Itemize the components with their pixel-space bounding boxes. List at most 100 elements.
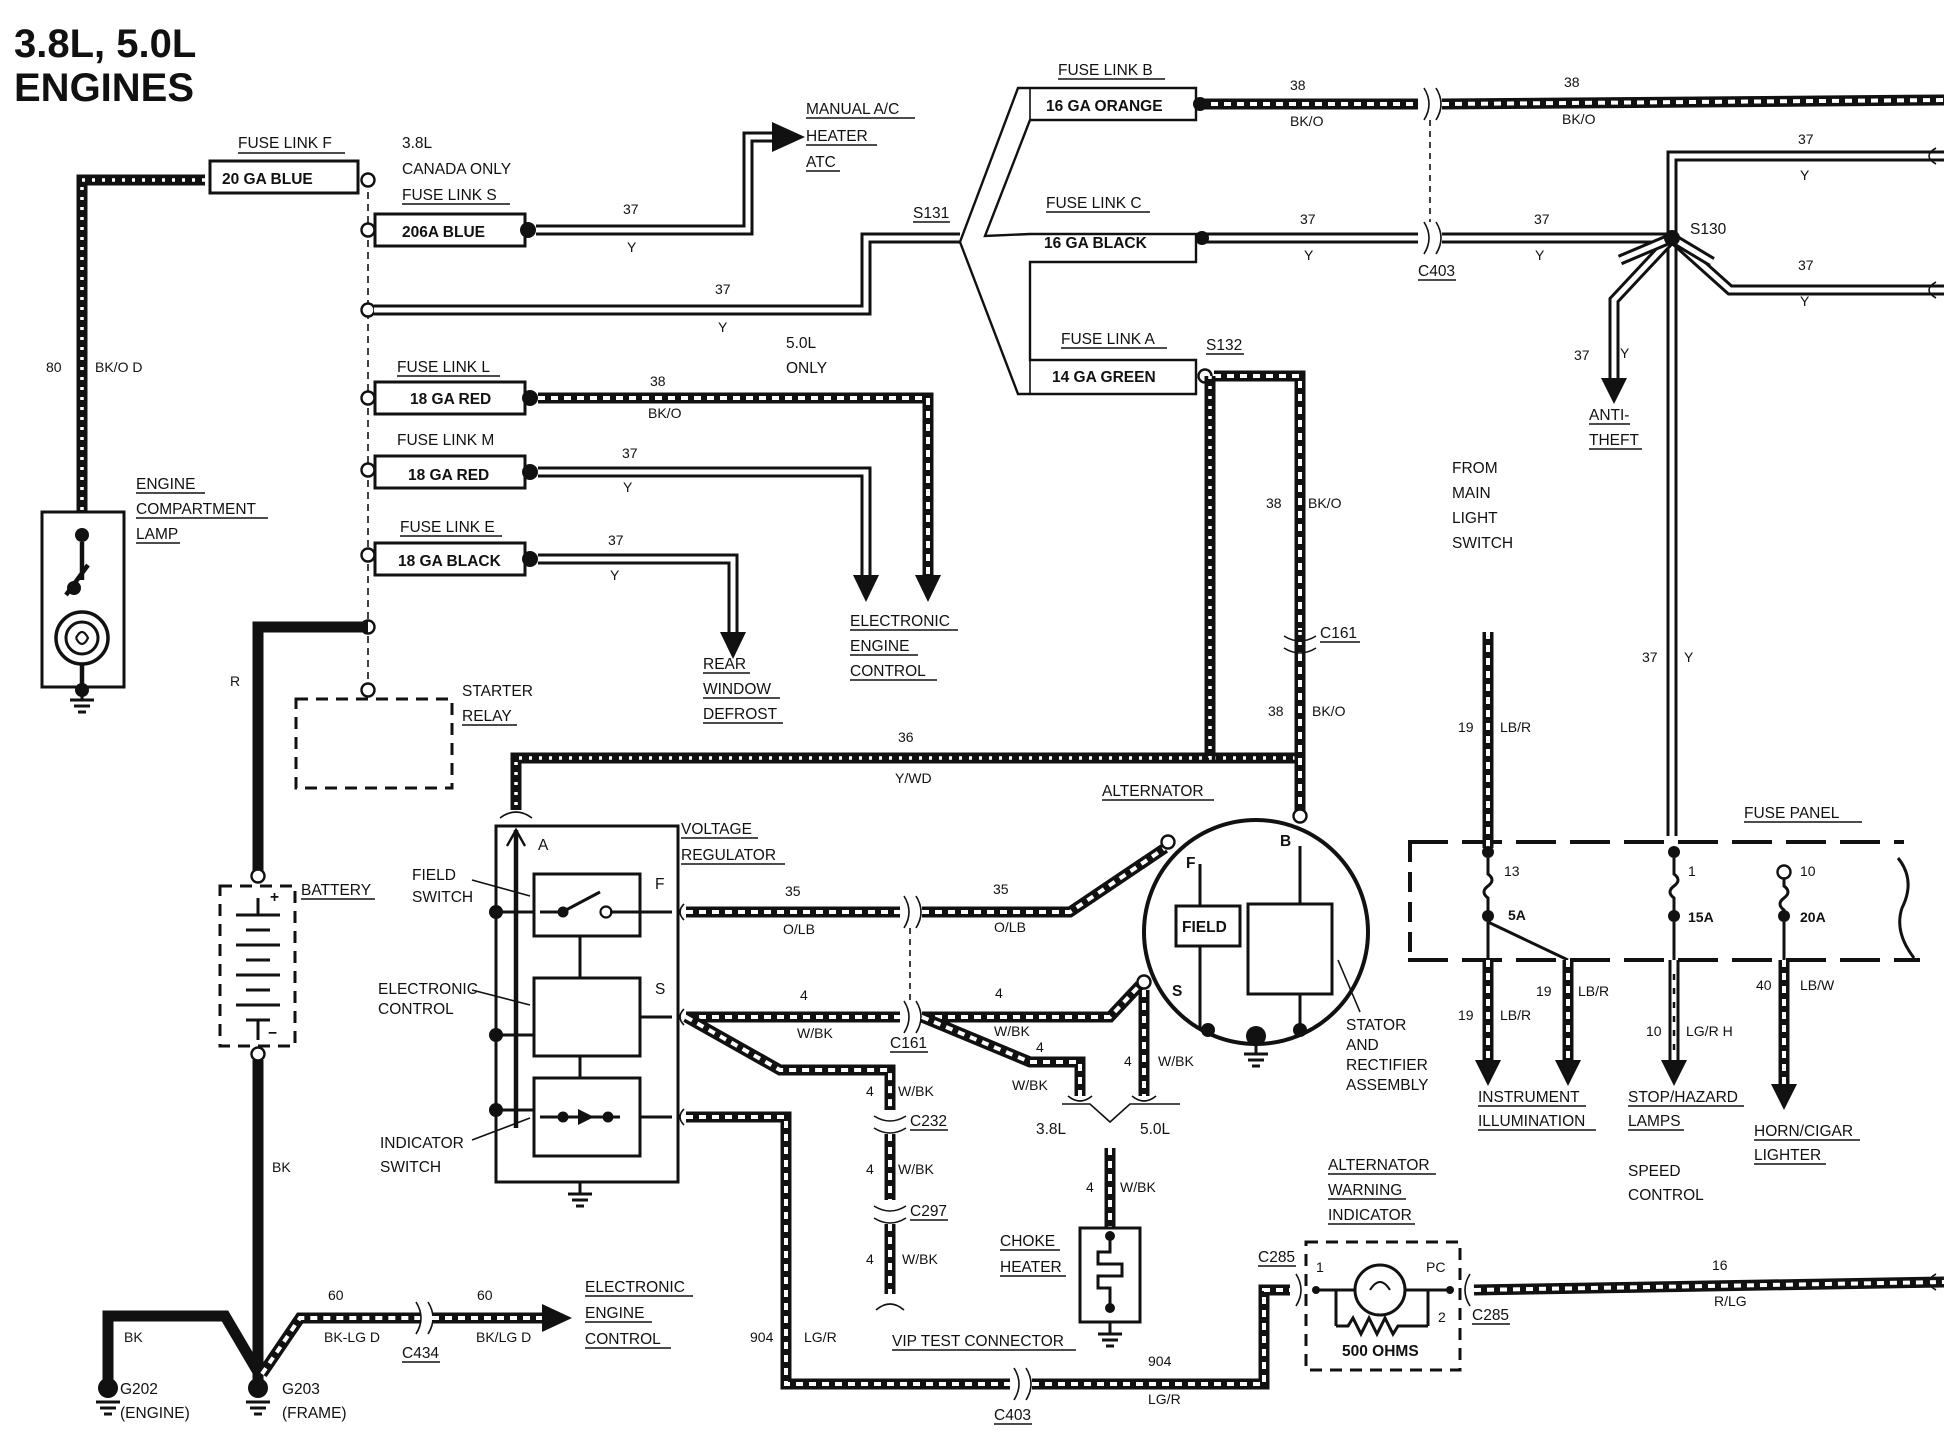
ground-g202-label: G202: [120, 1381, 158, 1398]
alt-warning-label-2: WARNING: [1328, 1182, 1402, 1199]
wire-4-g-color: W/BK: [902, 1251, 938, 1267]
wire-38-b1-number: 38: [1290, 77, 1306, 93]
voltage-regulator-label-2: REGULATOR: [681, 847, 776, 864]
wire-35-olb: [686, 843, 1169, 1000]
stop-hazard-label-1: STOP/HAZARD: [1628, 1089, 1738, 1106]
wire-4-e-number: 4: [866, 1083, 874, 1099]
wire-38-a2-number: 38: [1268, 703, 1284, 719]
wire-37-s130c-color: Y: [1800, 293, 1810, 309]
starter-relay-label-2: RELAY: [462, 708, 512, 725]
fuse-link-s-note-2: CANADA ONLY: [402, 161, 511, 178]
connector-c403-top-label: C403: [1418, 263, 1455, 280]
splice-s132-label: S132: [1206, 337, 1242, 354]
fuse-panel-label: FUSE PANEL: [1744, 805, 1840, 822]
field-switch-label-2: SWITCH: [412, 889, 473, 906]
alternator-terminal-s: S: [1172, 983, 1182, 1000]
fuse-link-a-rating: 14 GA GREEN: [1052, 369, 1156, 386]
connector-c403-bottom-label: C403: [994, 1407, 1031, 1424]
fuse-link-e-rating: 18 GA BLACK: [398, 553, 502, 570]
fuse-bus: [360, 172, 376, 698]
wire-4-d-color: W/BK: [1158, 1053, 1194, 1069]
rear-defrost-label-3: DEFROST: [703, 706, 778, 723]
fuse-link-c-name: FUSE LINK C: [1046, 195, 1142, 212]
engine-lamp-label-3: LAMP: [136, 526, 178, 543]
alternator: [1142, 818, 1370, 1068]
fuse-5a-label: 5A: [1508, 907, 1526, 923]
wire-60-b-color: BK/LG D: [476, 1329, 531, 1345]
splice-s130-label: S130: [1690, 221, 1727, 238]
wire-60-b-number: 60: [477, 1287, 493, 1303]
fuse-link-l: [373, 380, 941, 602]
variant-38-label: 3.8L: [1036, 1121, 1067, 1138]
wire-19-c-color: LB/R: [1578, 983, 1609, 999]
voltage-regulator-label-1: VOLTAGE: [681, 821, 752, 838]
wire-904-lgr: [686, 1111, 1290, 1401]
wire-19-a-color: LB/R: [1500, 719, 1531, 735]
wire-19-c-number: 19: [1536, 983, 1552, 999]
alternator-warning-indicator: [1295, 1240, 1944, 1372]
wire-37-c2-color: Y: [1535, 247, 1545, 263]
wire-19-a-number: 19: [1458, 719, 1474, 735]
wire-10-number: 10: [1646, 1023, 1662, 1039]
stator-label-4: ASSEMBLY: [1346, 1077, 1428, 1094]
wire-37-m-color: Y: [623, 479, 633, 495]
speed-control-label-2: CONTROL: [1628, 1187, 1704, 1204]
wire-bk-color: BK: [272, 1159, 291, 1175]
wire-19-b-number: 19: [1458, 1007, 1474, 1023]
indicator-terminal-1: 1: [1316, 1259, 1324, 1275]
wire-37-anti-number: 37: [1574, 347, 1590, 363]
wire-10-color: LG/R H: [1686, 1023, 1733, 1039]
fuse-panel: [1408, 632, 1920, 1110]
regulator-terminal-s: S: [655, 981, 665, 998]
main-light-label-1: FROM: [1452, 460, 1498, 477]
wire-38-a1-number: 38: [1266, 495, 1282, 511]
wire-4-h-number: 4: [1086, 1179, 1094, 1195]
wire-4-wbk: [683, 974, 1180, 1311]
eec-bottom-label-1: ELECTRONIC: [585, 1279, 685, 1296]
connector-c285-right-label: C285: [1472, 1307, 1509, 1324]
manual-ac-label-1: MANUAL A/C: [806, 101, 899, 118]
wire-37-c2-number: 37: [1534, 211, 1550, 227]
indicator-terminal-2: 2: [1438, 1309, 1446, 1325]
wire-38-alternator-b: [1050, 370, 1306, 764]
connector-c434-label: C434: [402, 1345, 439, 1362]
wire-60-a-color: BK-LG D: [324, 1329, 380, 1345]
stator-label-1: STATOR: [1346, 1017, 1406, 1034]
choke-heater-label-2: HEATER: [1000, 1259, 1062, 1276]
wire-37-fp-color: Y: [1684, 649, 1694, 665]
choke-heater: [1078, 1226, 1142, 1348]
field-switch-label-1: FIELD: [412, 867, 456, 884]
five-only-label-1: 5.0L: [786, 335, 817, 352]
fuse-link-c-rating: 16 GA BLACK: [1044, 235, 1148, 252]
horn-lighter-label-2: LIGHTER: [1754, 1147, 1821, 1164]
alternator-label: ALTERNATOR: [1102, 783, 1204, 800]
wire-37-e-color: Y: [610, 567, 620, 583]
wire-35-a-number: 35: [785, 883, 801, 899]
wire-38-b2-number: 38: [1564, 74, 1580, 90]
main-light-label-3: LIGHT: [1452, 510, 1498, 527]
wire-80-color: BK/O D: [95, 359, 142, 375]
wire-4-f-color: W/BK: [898, 1161, 934, 1177]
variant-50-label: 5.0L: [1140, 1121, 1171, 1138]
battery-plus: +: [270, 889, 279, 906]
engine-compartment-lamp: [40, 510, 126, 714]
wire-38-l-color: BK/O: [648, 405, 682, 421]
wire-38-b1-color: BK/O: [1290, 113, 1324, 129]
starter-relay: [294, 697, 454, 790]
fuse-10-label: 10: [1800, 863, 1816, 879]
fuse-link-m-name: FUSE LINK M: [397, 432, 494, 449]
wire-35-b-number: 35: [993, 881, 1009, 897]
wire-19-b-color: LB/R: [1500, 1007, 1531, 1023]
rear-defrost-label-2: WINDOW: [703, 681, 771, 698]
wire-37-s130b-number: 37: [1798, 257, 1814, 273]
fuse-20a-label: 20A: [1800, 909, 1826, 925]
wire-r-color: R: [230, 673, 240, 689]
wire-35-a-color: O/LB: [783, 921, 815, 937]
wire-37-c1-color: Y: [1304, 247, 1314, 263]
battery-label: BATTERY: [301, 882, 371, 899]
indicator-resistance-label: 500 OHMS: [1342, 1343, 1419, 1360]
fuse-link-l-rating: 18 GA RED: [410, 391, 491, 408]
wire-4-g-number: 4: [866, 1251, 874, 1267]
fuse-13-label: 13: [1504, 863, 1520, 879]
wire-4-b-number: 4: [995, 985, 1003, 1001]
